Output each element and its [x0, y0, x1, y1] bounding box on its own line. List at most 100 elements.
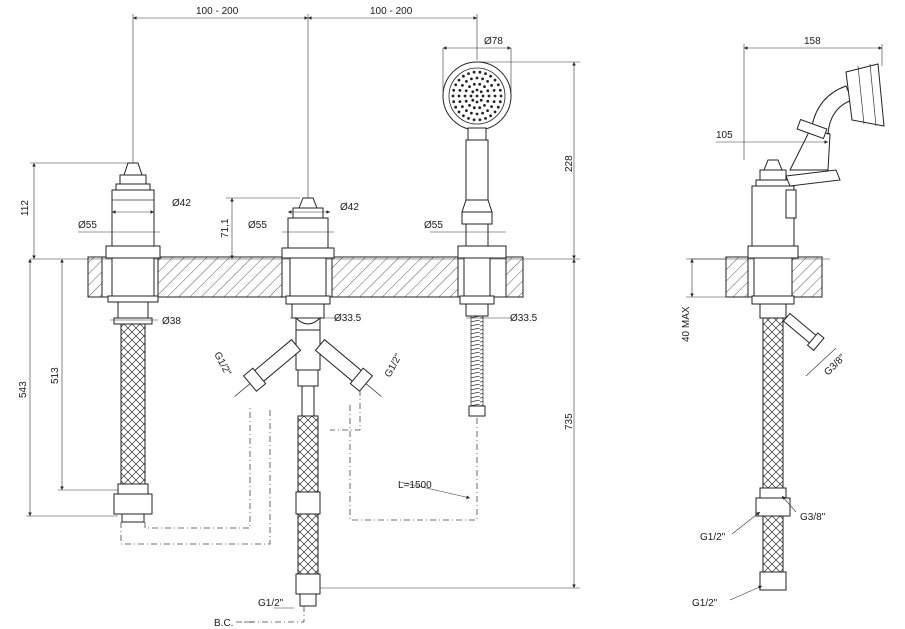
nozzle-dot — [470, 77, 473, 81]
dim-hose-length: L=1500 — [398, 480, 432, 491]
nozzle-dot — [471, 98, 475, 102]
nozzle-dot — [475, 88, 479, 92]
dim-543: 543 — [18, 381, 29, 398]
nozzle-dot — [479, 90, 483, 94]
nozzle-dot — [490, 105, 493, 108]
nozzle-dot — [468, 85, 471, 88]
nozzle-dot — [486, 80, 489, 83]
dim-dia33-right: Ø33.5 — [510, 313, 538, 324]
nozzle-dot — [478, 106, 482, 110]
nozzle-dot — [493, 78, 497, 82]
nozzle-dot — [470, 111, 473, 115]
nozzle-dot — [451, 94, 455, 98]
nozzle-dot — [461, 105, 464, 108]
coiled-hose — [470, 315, 484, 407]
nozzle-dot — [486, 109, 489, 112]
center-braided-hose — [297, 415, 319, 493]
nozzle-dot — [489, 114, 492, 118]
nozzle-dot — [496, 83, 500, 87]
nozzle-dot — [457, 94, 461, 98]
nozzle-dot — [454, 105, 458, 109]
nozzle-dot — [492, 89, 496, 92]
dim-g12-side-mid: G1/2" — [700, 532, 726, 543]
nozzle-dot — [465, 80, 468, 83]
dim-735: 735 — [564, 413, 575, 430]
dim-g12-left: G1/2" — [211, 350, 233, 378]
dim-g12-bottom: G1/2" — [258, 598, 284, 609]
dim-105: 105 — [716, 130, 733, 141]
left-valve — [105, 162, 161, 523]
dim-dia42-left: Ø42 — [172, 198, 191, 209]
nozzle-dot — [457, 110, 461, 114]
dim-dia38: Ø38 — [162, 316, 181, 327]
nozzle-dot — [472, 106, 476, 110]
nozzle-dot — [462, 74, 465, 78]
dimension-lines — [26, 14, 580, 623]
nozzle-dot — [496, 105, 500, 109]
nozzle-dot — [464, 89, 468, 93]
nozzle-dot — [468, 104, 471, 107]
front-view: 100 - 200 100 - 200 Ø78 112 Ø42 Ø55 71,1… — [18, 6, 580, 629]
nozzle-dot — [472, 118, 476, 122]
dim-g38: G3/8" — [822, 352, 848, 378]
nozzle-dot — [471, 90, 475, 94]
nozzle-dot — [475, 112, 479, 116]
dim-71: 71,1 — [220, 218, 231, 238]
nozzle-dot — [469, 94, 473, 98]
nozzle-dot — [490, 84, 493, 87]
nozzle-dot — [463, 94, 467, 98]
nozzle-dot — [464, 99, 468, 103]
nozzle-dot — [475, 100, 479, 104]
nozzle-dot — [452, 100, 456, 104]
nozzle-dot — [467, 72, 470, 75]
nozzle-dot — [478, 118, 482, 122]
nozzle-dot — [465, 109, 468, 112]
dim-158: 158 — [804, 36, 821, 47]
nozzle-dot — [481, 94, 485, 98]
nozzle-dot — [483, 104, 486, 107]
nozzle-dot — [486, 89, 490, 93]
dim-40max: 40 MAX — [681, 306, 692, 342]
nozzle-dot — [493, 110, 497, 114]
bc-label: B.C. — [214, 618, 233, 629]
nozzle-dot — [484, 72, 487, 75]
dim-112: 112 — [20, 200, 31, 216]
nozzle-dot — [457, 78, 461, 82]
handshower-holder — [442, 61, 512, 417]
dim-g12-side-bottom: G1/2" — [692, 598, 718, 609]
dim-dia42-center: Ø42 — [340, 202, 359, 213]
nozzle-dot — [478, 70, 482, 74]
nozzle-dot — [458, 100, 462, 103]
nozzle-dot — [489, 74, 492, 78]
dim-dia55-left: Ø55 — [78, 220, 97, 231]
nozzle-dot — [498, 88, 502, 92]
nozzle-dot — [458, 89, 462, 92]
side-braided-hose — [762, 317, 784, 489]
nozzle-dot — [454, 83, 458, 87]
nozzle-dot — [479, 98, 483, 102]
center-lower-hose — [297, 513, 319, 575]
nozzle-dot — [481, 111, 484, 115]
dim-513: 513 — [50, 367, 61, 384]
nozzle-dot — [461, 84, 464, 87]
nozzle-dot — [498, 100, 502, 104]
dim-g38-lower: G3/8" — [800, 512, 826, 523]
side-dimension-lines — [686, 44, 883, 601]
dim-g12-right: G1/2" — [383, 352, 405, 380]
dim-dia55-right: Ø55 — [424, 220, 443, 231]
nozzle-dot — [487, 94, 491, 98]
side-view: 158 105 40 MAX G3/8" G3/8" G1/2" G1/2" — [681, 36, 885, 609]
dim-span-left: 100 - 200 — [196, 6, 239, 17]
nozzle-dot — [462, 114, 465, 118]
nozzle-dot — [472, 70, 476, 74]
nozzle-dot — [499, 94, 503, 98]
dim-dia33-center: Ø33.5 — [334, 313, 362, 324]
nozzle-dot — [486, 99, 490, 103]
dim-dia55-center: Ø55 — [248, 220, 267, 231]
nozzle-dot — [492, 100, 496, 103]
nozzle-dot — [481, 77, 484, 81]
nozzle-dot — [467, 117, 470, 120]
side-valve — [747, 159, 799, 591]
nozzle-dot — [493, 94, 497, 98]
nozzle-dot — [483, 85, 486, 88]
